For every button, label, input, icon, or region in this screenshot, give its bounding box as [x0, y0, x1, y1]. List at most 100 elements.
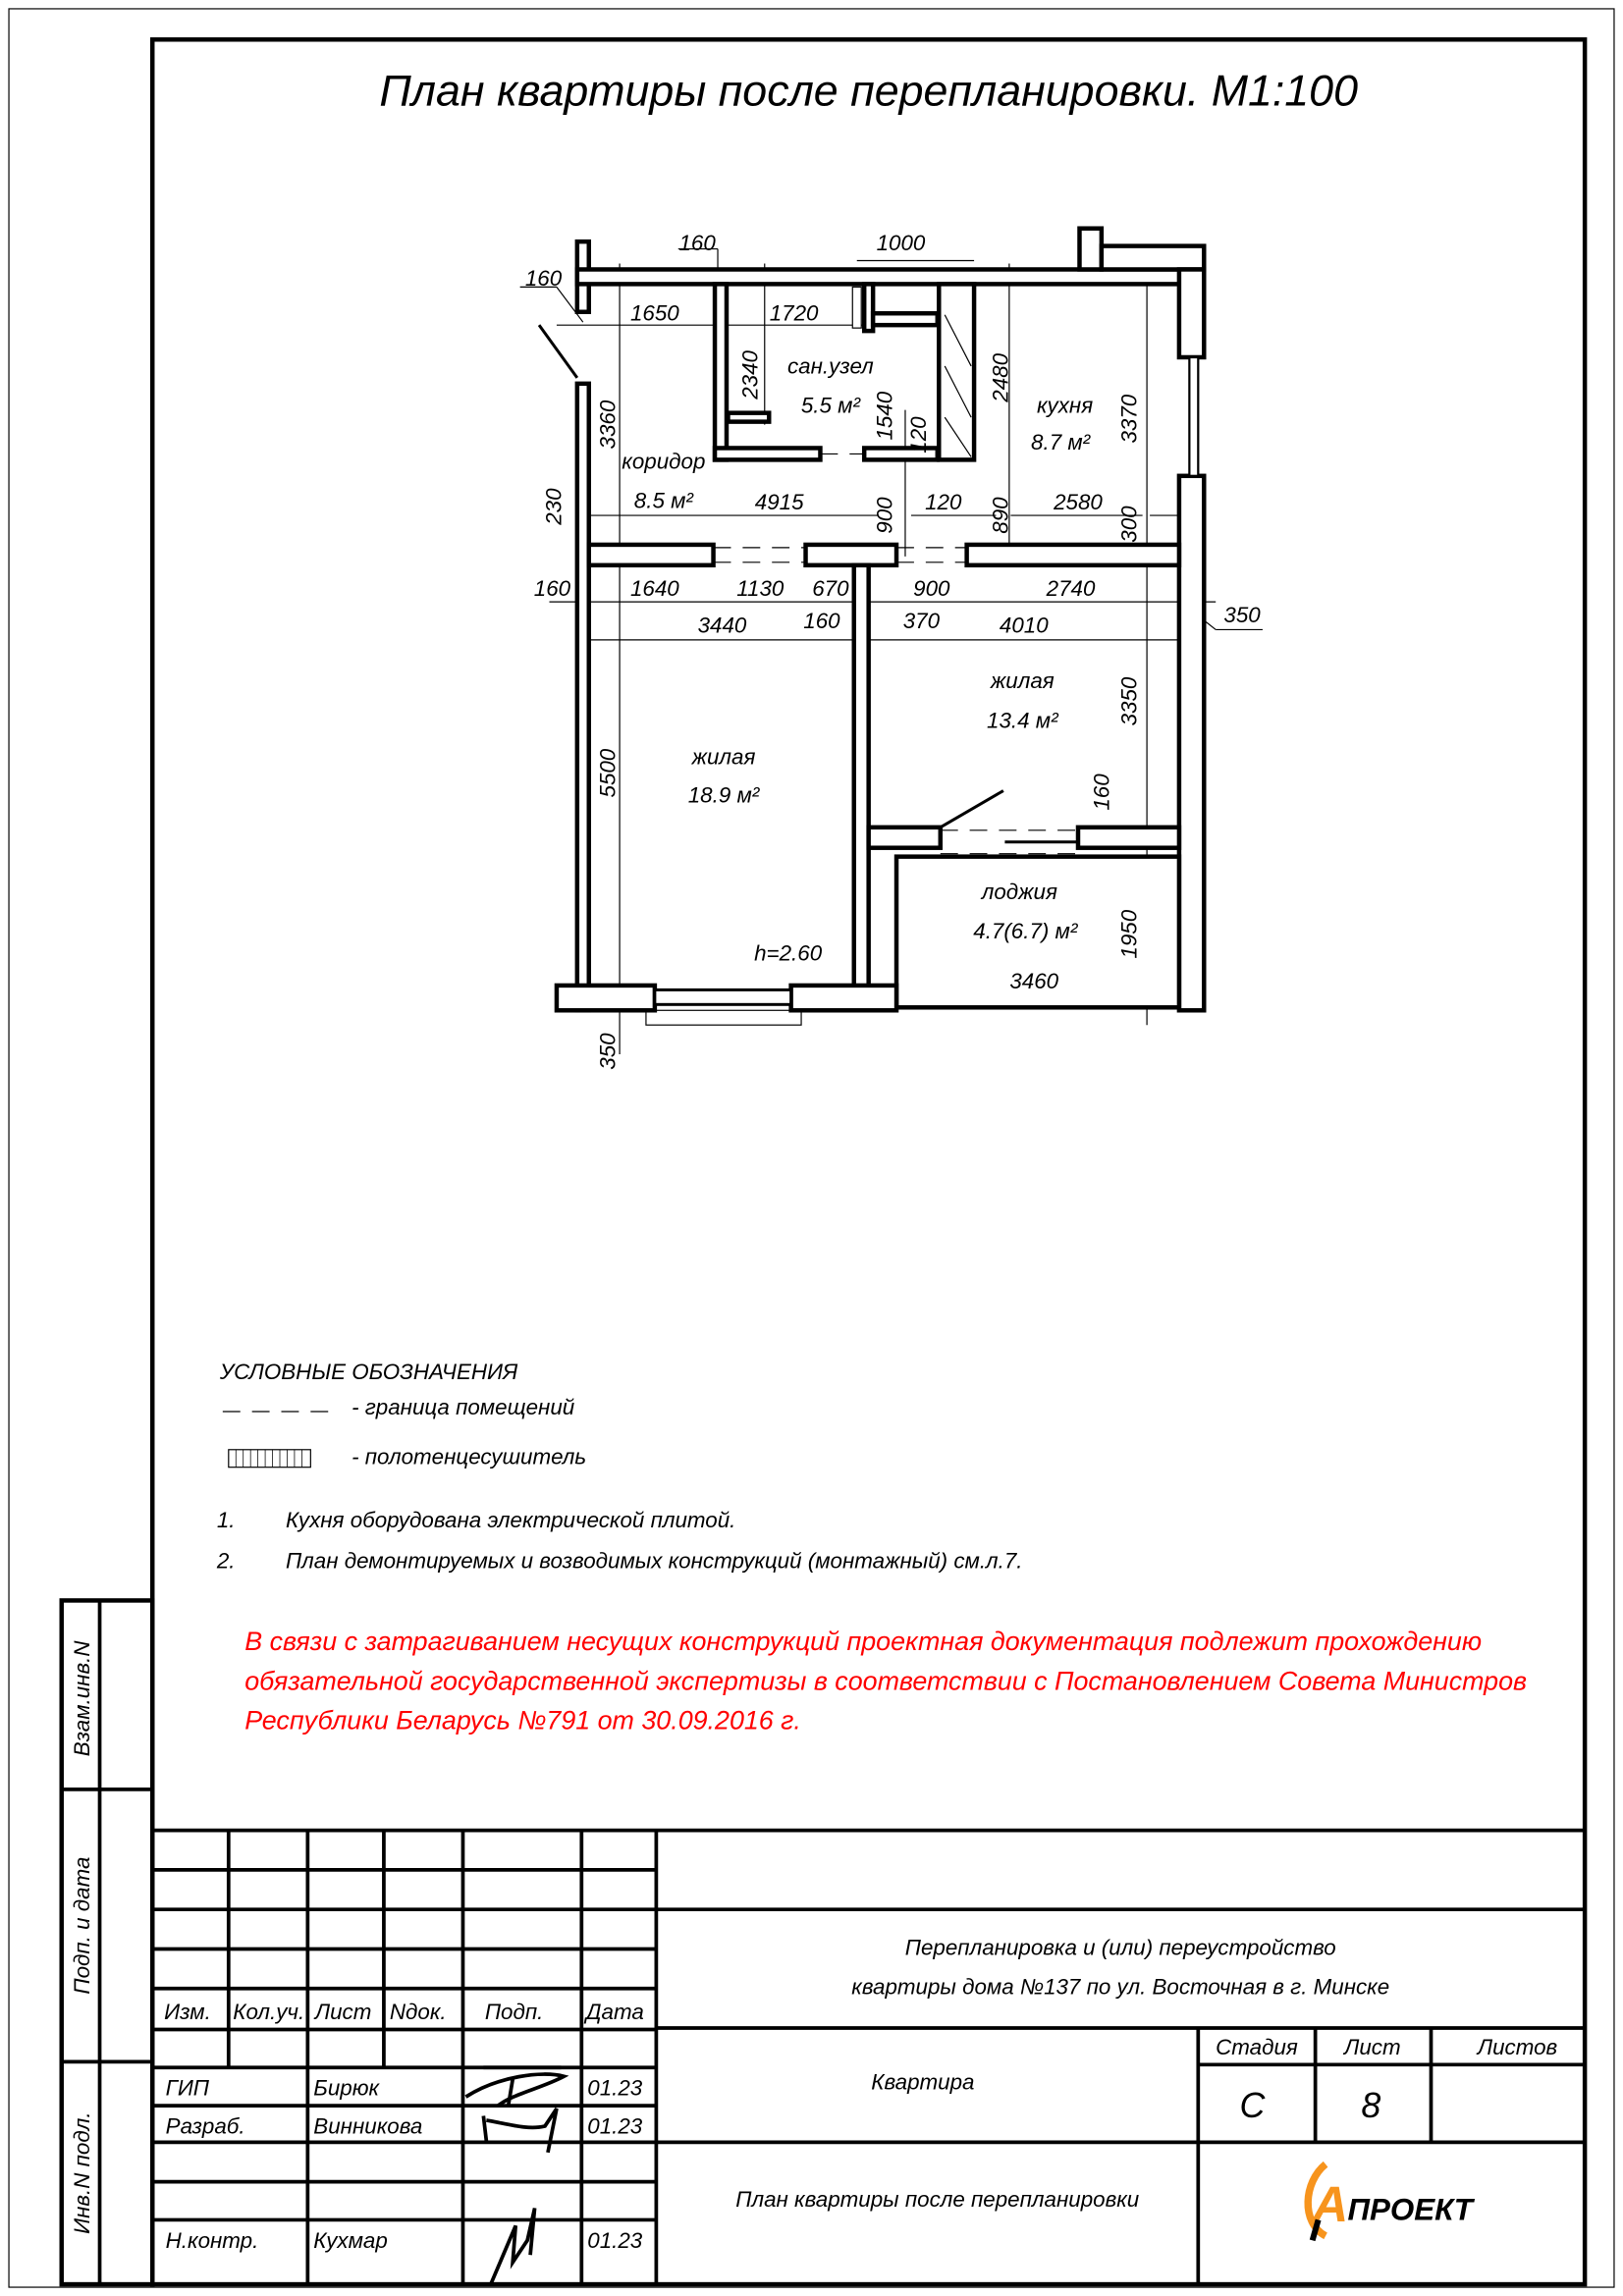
- dim-label: 160: [534, 576, 571, 601]
- dim-label: 890: [988, 497, 1012, 534]
- dim-label: 2340: [737, 349, 762, 400]
- room-name-living-large: жилая: [691, 745, 756, 770]
- person-name: Винникова: [313, 2113, 422, 2138]
- side-stamp-label: Инв.N подл.: [70, 2111, 94, 2233]
- dim-label: 300: [1117, 506, 1142, 543]
- role-label: Разраб.: [166, 2113, 245, 2138]
- room-name-loggia: лоджия: [980, 880, 1057, 904]
- room-area-living-small: 13.4 м²: [987, 708, 1059, 732]
- room-area-living-large: 18.9 м²: [688, 782, 761, 807]
- column-header: Дата: [583, 2000, 644, 2024]
- dim-label: 5500: [596, 748, 621, 797]
- warning-line: Республики Беларусь №791 от 30.09.2016 г…: [244, 1706, 801, 1735]
- column-header: Изм.: [164, 2000, 211, 2024]
- legend-item-boundary: - граница помещений: [352, 1395, 574, 1419]
- room-name-kitchen: кухня: [1037, 394, 1093, 418]
- drawing-title: План квартиры после перепланировки. М1:1…: [379, 66, 1358, 115]
- sign-date: 01.23: [587, 2228, 643, 2253]
- object-name: Квартира: [871, 2070, 974, 2095]
- legend-title: УСЛОВНЫЕ ОБОЗНАЧЕНИЯ: [219, 1360, 518, 1384]
- stage-value: С: [1240, 2086, 1267, 2125]
- note-number: 1.: [217, 1508, 236, 1532]
- sheet-number: 8: [1361, 2086, 1380, 2125]
- side-stamp: Взам.инв.N Подп. и дата Инв.N подл.: [59, 1598, 155, 2287]
- towel-rail-legend-icon: [228, 1449, 311, 1468]
- dim-label: 3460: [1009, 969, 1058, 993]
- room-area-loggia: 4.7(6.7) м²: [973, 919, 1079, 943]
- side-stamp-label: Взам.инв.N: [70, 1640, 94, 1757]
- room-boundaries: [713, 453, 1078, 855]
- dim-label: 3370: [1117, 394, 1142, 443]
- dim-label: 160: [1089, 774, 1113, 811]
- dim-label: 160: [525, 266, 563, 291]
- room-area-bathroom: 5.5 м²: [801, 394, 862, 418]
- warning-line: обязательной государственной экспертизы …: [244, 1666, 1527, 1695]
- dim-label: 4915: [755, 490, 804, 514]
- project-title: Перепланировка и (или) переустройство: [905, 1935, 1336, 1959]
- vent-shaft: [937, 282, 977, 462]
- role-label: ГИП: [166, 2076, 210, 2101]
- dimension-labels: 160 1000 160 1650 1720 2340 1540 120 248…: [525, 231, 1261, 1070]
- dim-label: 1000: [877, 231, 926, 255]
- dim-label: 2740: [1046, 576, 1096, 601]
- sheet-title: План квартиры после перепланировки: [735, 2187, 1139, 2212]
- person-name: Кухмар: [313, 2228, 388, 2253]
- column-header: Подп.: [485, 2000, 544, 2024]
- dim-label: 1130: [736, 576, 784, 601]
- room-name-bathroom: сан.узел: [787, 353, 874, 378]
- company-logo: А ПРОЕКТ: [1304, 2161, 1476, 2242]
- dim-label: 1540: [873, 391, 897, 440]
- room-name-living-small: жилая: [990, 668, 1055, 693]
- dim-label: 3440: [698, 613, 747, 637]
- dim-label: 900: [913, 576, 950, 601]
- dim-label: 160: [678, 231, 716, 255]
- note-text: Кухня оборудована электрической плитой.: [286, 1508, 735, 1532]
- dim-label: 670: [812, 576, 849, 601]
- title-block: Изм. Кол.уч. Лист Nдок. Подп. Дата ГИП Б…: [152, 1828, 1586, 2285]
- dim-label: 120: [925, 490, 962, 514]
- walls: [537, 226, 1207, 1026]
- column-header: Кол.уч.: [233, 2000, 304, 2024]
- dim-label: 1720: [770, 301, 819, 326]
- legend-item-towel-rail: - полотенцесушитель: [352, 1445, 586, 1469]
- dim-label: 4010: [1000, 613, 1049, 637]
- dim-label: 1650: [630, 301, 679, 326]
- signature-icon: [464, 2065, 569, 2285]
- logo-text: ПРОЕКТ: [1347, 2192, 1475, 2226]
- warning-line: В связи с затрагиванием несущих конструк…: [244, 1627, 1482, 1656]
- ceiling-height: h=2.60: [754, 941, 823, 966]
- dim-label: 3350: [1117, 676, 1142, 725]
- dim-label: 160: [803, 609, 840, 633]
- sign-date: 01.23: [587, 2113, 643, 2138]
- room-name-corridor: коридор: [622, 449, 705, 473]
- stage-label: Стадия: [1216, 2035, 1298, 2059]
- kitchen-window: [1188, 355, 1200, 477]
- dim-label: 3360: [596, 400, 621, 449]
- dim-label: 120: [906, 416, 931, 454]
- room-area-kitchen: 8.7 м²: [1031, 430, 1092, 454]
- dim-label: 350: [1223, 603, 1261, 627]
- towel-rail-symbol: [851, 286, 862, 329]
- project-title: квартиры дома №137 по ул. Восточная в г.…: [851, 1975, 1389, 2000]
- sign-date: 01.23: [587, 2076, 643, 2101]
- column-header: Лист: [313, 2000, 372, 2024]
- side-stamp-label: Подп. и дата: [70, 1857, 94, 1995]
- dim-label: 370: [903, 609, 941, 633]
- dim-label: 2480: [988, 352, 1012, 402]
- room-area-corridor: 8.5 м²: [634, 489, 695, 513]
- dim-label: 1640: [630, 576, 679, 601]
- living-window: [653, 988, 793, 1006]
- outer-trim-border: [8, 8, 1615, 2288]
- role-label: Н.контр.: [166, 2228, 259, 2253]
- note-text: План демонтируемых и возводимых конструк…: [286, 1549, 1023, 1574]
- column-header: Nдок.: [390, 2000, 447, 2024]
- person-name: Бирюк: [313, 2076, 380, 2101]
- note-number: 2.: [216, 1549, 236, 1574]
- sheets-label: Листов: [1476, 2035, 1557, 2059]
- sheet-frame: [149, 37, 1588, 2287]
- dim-label: 350: [596, 1033, 621, 1070]
- dim-label: 230: [541, 488, 566, 526]
- floor-plan: сан.узел 5.5 м² кухня 8.7 м² коридор 8.5…: [519, 226, 1263, 1070]
- dim-label: 900: [873, 497, 897, 534]
